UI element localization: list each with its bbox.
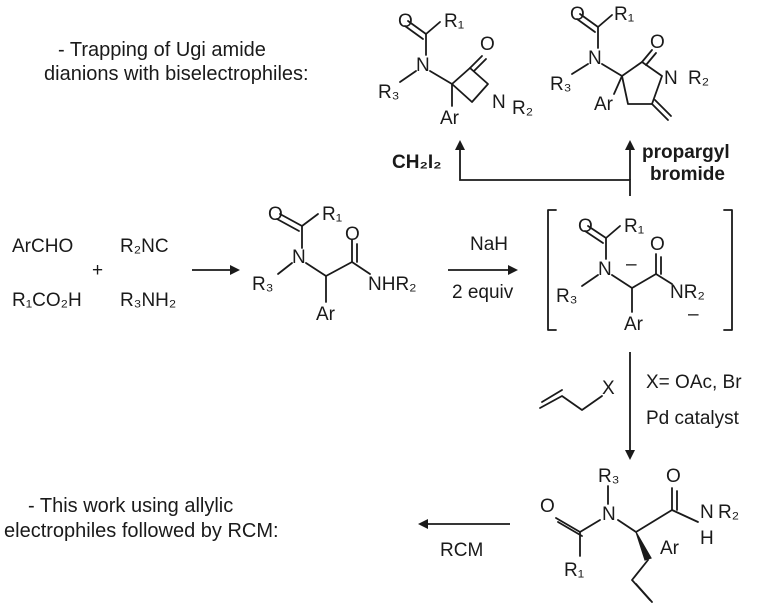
ugi-ar: Ar (316, 304, 336, 325)
allylated-product: R₃ N O R₁ O N R₂ H Ar (540, 466, 739, 603)
prod-o1: O (540, 496, 555, 517)
dianion-minus2: – (688, 304, 699, 325)
aldehyde-label: ArCHO (12, 236, 73, 257)
dianion-o2: O (650, 234, 665, 255)
pyrrol-r1: R₁ (614, 4, 634, 25)
dianion: O R₁ N R₃ – O NR₂ – Ar (547, 209, 733, 335)
arrow-nah (448, 265, 518, 275)
ugi-n: N (292, 247, 306, 268)
dianion-nr2: NR₂ (670, 282, 705, 303)
allyl-electrophile: X (539, 378, 615, 411)
isocyanide-label: R₂NC (120, 236, 169, 257)
arrow-ugi (192, 265, 240, 275)
lactam-o2: O (480, 34, 495, 55)
dianion-o1: O (578, 216, 593, 237)
prod-r1: R₁ (564, 560, 584, 581)
trapping-note-line1: - Trapping of Ugi amide (58, 39, 266, 61)
prod-ar: Ar (660, 538, 680, 559)
this-work-note-line1: - This work using allylic (28, 495, 233, 517)
lactam-r2: R₂ (512, 98, 533, 119)
prod-n: N (602, 504, 616, 525)
dianion-minus1: – (626, 254, 637, 275)
dianion-r3: R₃ (556, 286, 577, 307)
allyl-x-label: X= OAc, Br (646, 372, 742, 393)
prod-n2: N (700, 502, 714, 523)
dianion-n: N (598, 259, 612, 280)
pyrrol-n: N (588, 48, 602, 69)
arrow-trapping (455, 140, 635, 196)
dianion-r1: R₁ (624, 216, 644, 237)
lactam-n2: N (492, 92, 506, 113)
pyrrol-r3: R₃ (550, 74, 571, 95)
pyrrol-r2: R₂ (688, 68, 709, 89)
prod-r3: R₃ (598, 466, 619, 487)
propargyl-label-line1: propargyl (642, 142, 730, 163)
pd-catalyst-label: Pd catalyst (646, 408, 740, 429)
pyrrol-ar: Ar (594, 94, 614, 115)
lactam-n: N (416, 55, 430, 76)
pyrrol-o1: O (570, 4, 585, 25)
this-work-note-line2: electrophiles followed by RCM: (4, 520, 279, 542)
lactam-o1: O (398, 11, 413, 32)
acid-label: R₁CO₂H (12, 290, 82, 311)
amine-label: R₃NH₂ (120, 290, 176, 311)
pyrrol-n2: N (664, 68, 678, 89)
dianion-ar: Ar (624, 314, 644, 335)
lactam-r3: R₃ (378, 82, 399, 103)
ugi-r3: R₃ (252, 274, 273, 295)
pyrrol-o2: O (650, 32, 665, 53)
arrow-rcm (418, 519, 510, 529)
prod-h: H (700, 528, 714, 549)
ugi-o2: O (345, 224, 360, 245)
ugi-nhr2: NHR₂ (368, 274, 417, 295)
nah-label: NaH (470, 234, 508, 255)
ugi-r1: R₁ (322, 204, 342, 225)
rcm-label: RCM (440, 540, 483, 561)
plus-sign: + (92, 260, 103, 281)
arrow-allylation (625, 352, 635, 460)
prod-o2: O (666, 466, 681, 487)
prod-r2: R₂ (718, 502, 739, 523)
trapping-note-line2: dianions with biselectrophiles: (44, 63, 309, 85)
lactam-r1: R₁ (444, 11, 464, 32)
lactam-ar: Ar (440, 108, 460, 129)
allyl-x: X (602, 378, 615, 399)
equiv-label: 2 equiv (452, 282, 514, 303)
ch2i2-label: CH₂I₂ (392, 152, 442, 173)
propargyl-label-line2: bromide (650, 164, 725, 185)
ugi-product: O R₁ N R₃ O NHR₂ Ar (252, 204, 417, 325)
pyrrolidinone-product: O R₁ N R₃ O N R₂ Ar (550, 4, 709, 121)
beta-lactam-product: O R₁ N R₃ O N R₂ Ar (378, 11, 533, 129)
